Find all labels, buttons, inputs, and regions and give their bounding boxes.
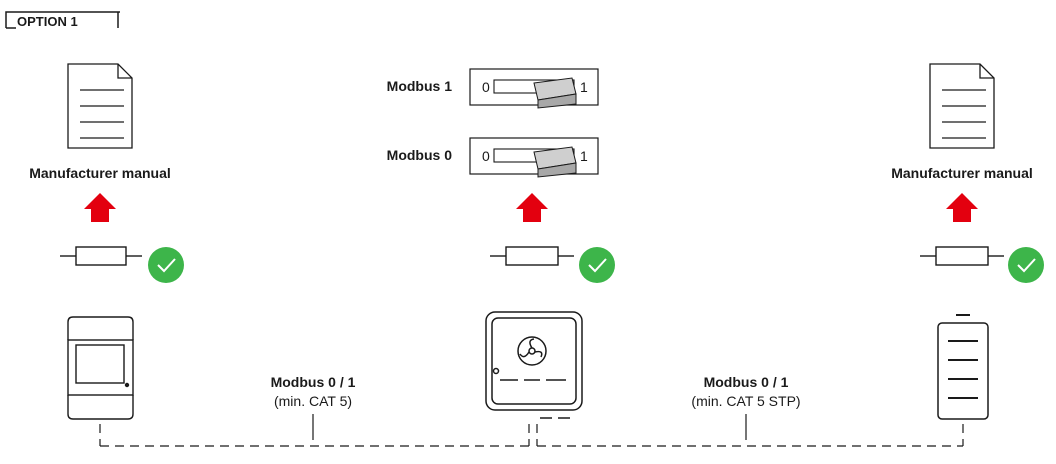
right-red-up-arrow-icon	[946, 193, 978, 222]
left-manual-label: Manufacturer manual	[29, 165, 171, 181]
left-red-up-arrow-icon	[84, 193, 116, 222]
left-termination-resistor-icon	[60, 246, 142, 266]
connection2-title: Modbus 0 / 1	[704, 374, 789, 390]
option-label: OPTION 1	[17, 14, 78, 29]
battery-icon	[937, 314, 989, 420]
connection1-subtitle: (min. CAT 5)	[274, 393, 352, 409]
connection1-title: Modbus 0 / 1	[271, 374, 356, 390]
left-document-icon	[67, 63, 133, 149]
right-document-icon	[929, 63, 995, 149]
right-termination-resistor-icon	[920, 246, 1004, 266]
option-tag: OPTION 1	[5, 11, 120, 29]
inverter-icon	[485, 311, 583, 419]
center-red-up-arrow-icon	[516, 193, 548, 222]
right-green-check-icon	[1008, 247, 1044, 283]
left-green-check-icon	[148, 247, 184, 283]
modbus0-off-label: 0	[482, 148, 490, 164]
center-green-check-icon	[579, 247, 615, 283]
modbus1-on-label: 1	[580, 79, 588, 95]
right-manual-label: Manufacturer manual	[891, 165, 1033, 181]
modbus1-off-label: 0	[482, 79, 490, 95]
connection2-subtitle: (min. CAT 5 STP)	[691, 393, 800, 409]
modbus0-on-label: 1	[580, 148, 588, 164]
modbus1-dip-switch[interactable]: 0 1	[469, 68, 599, 109]
modbus0-switch-label: Modbus 0	[387, 147, 453, 163]
energy-meter-icon	[67, 316, 134, 420]
modbus1-switch-label: Modbus 1	[387, 78, 453, 94]
center-termination-resistor-icon	[490, 246, 574, 266]
modbus-bus-line	[99, 424, 964, 447]
modbus0-dip-switch[interactable]: 0 1	[469, 137, 599, 178]
